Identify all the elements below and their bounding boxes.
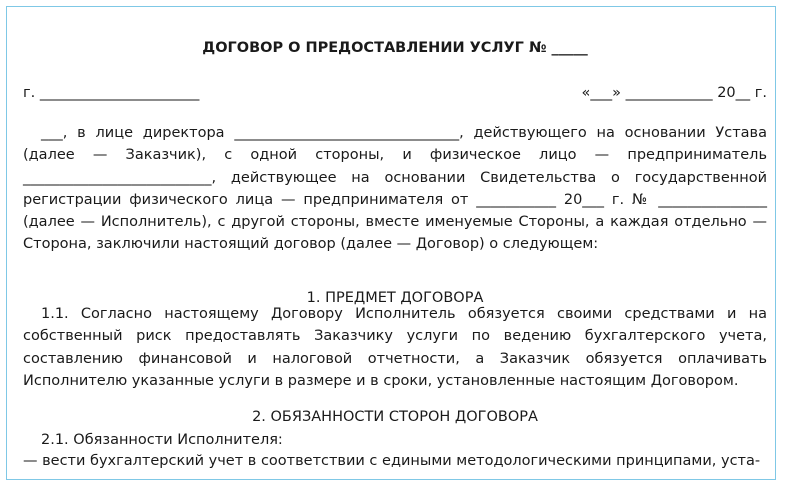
clause-2-1: 2.1. Обязанности Исполнителя:: [41, 432, 283, 448]
document-title: ДОГОВОР О ПРЕДОСТАВЛЕНИИ УСЛУГ № _____: [202, 40, 588, 56]
document-frame: ДОГОВОР О ПРЕДОСТАВЛЕНИИ УСЛУГ № _____ г…: [6, 6, 776, 480]
intro-paragraph: ___, в лице директора __________________…: [23, 125, 767, 253]
section-2-title: 2. ОБЯЗАННОСТИ СТОРОН ДОГОВОРА: [252, 409, 538, 425]
place-field: г. ______________________: [23, 85, 200, 101]
date-field: «___» ____________ 20__ г.: [581, 85, 768, 101]
clause-1-1: 1.1. Согласно настоящему Договору Исполн…: [23, 306, 767, 389]
clause-2-1-item: — вести бухгалтерский учет в соответстви…: [23, 453, 761, 469]
section-1-title: 1. ПРЕДМЕТ ДОГОВОРА: [306, 290, 484, 306]
